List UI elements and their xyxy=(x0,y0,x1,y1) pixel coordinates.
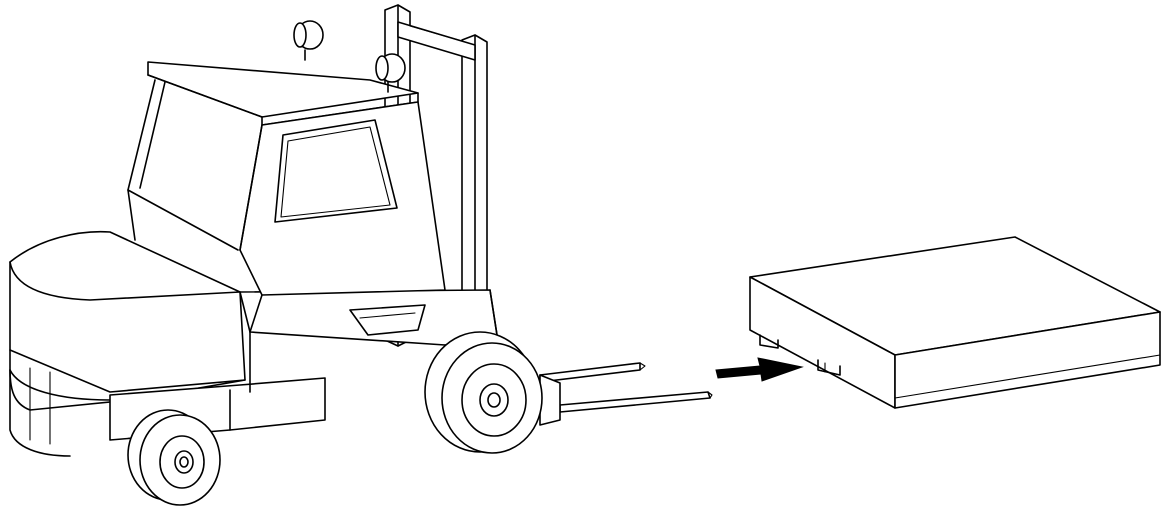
beacon-light-icon xyxy=(293,20,406,93)
forklift-forks xyxy=(539,362,713,426)
front-wheel-icon xyxy=(424,331,543,454)
rear-wheel-icon xyxy=(127,409,221,506)
forklift-cab xyxy=(127,61,446,333)
pallet-icon xyxy=(749,236,1161,409)
forklift-icon xyxy=(9,4,713,506)
arrow-right-icon xyxy=(715,357,804,382)
